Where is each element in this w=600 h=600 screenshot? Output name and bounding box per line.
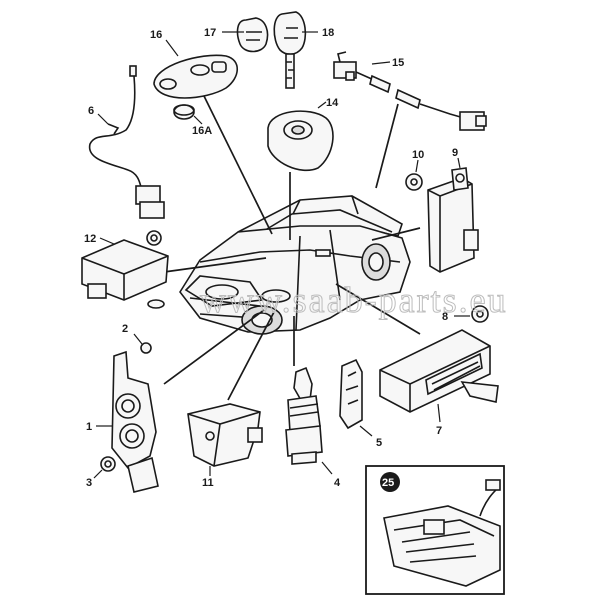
part-11-bracket-module bbox=[187, 403, 263, 476]
callout-4: 4 bbox=[334, 477, 341, 489]
callout-7: 7 bbox=[436, 425, 442, 437]
callout-1: 1 bbox=[86, 421, 92, 433]
part-16a-battery bbox=[173, 104, 203, 125]
callout-11: 11 bbox=[202, 477, 214, 489]
part-3-nut bbox=[93, 456, 116, 479]
callout-2: 2 bbox=[122, 323, 128, 335]
callout-10: 10 bbox=[412, 149, 424, 161]
callout-18: 18 bbox=[322, 27, 334, 39]
part-6-antenna-cable bbox=[89, 65, 165, 219]
callout-labels: 16 17 18 15 6 16A 14 10 9 12 8 2 1 7 5 3… bbox=[84, 27, 458, 489]
part-10-nut bbox=[405, 159, 423, 191]
callout-5: 5 bbox=[376, 437, 382, 449]
part-7-control-unit bbox=[379, 329, 499, 423]
part-15-cable bbox=[333, 51, 487, 131]
part-8-nut bbox=[454, 305, 489, 323]
part-4-sensor bbox=[285, 366, 333, 475]
part-2-bolt bbox=[133, 333, 152, 354]
callout-14: 14 bbox=[326, 97, 339, 109]
part-12-control-module bbox=[81, 230, 169, 309]
callout-17: 17 bbox=[204, 27, 216, 39]
part-5-connector bbox=[339, 358, 373, 437]
callout-25: 25 bbox=[382, 477, 394, 489]
callout-16a: 16A bbox=[192, 125, 212, 137]
part-14-ignition-housing bbox=[267, 101, 334, 172]
callout-16: 16 bbox=[150, 29, 162, 41]
leader-lines bbox=[163, 95, 421, 401]
part-9-module-bracket bbox=[427, 157, 479, 273]
inset-25-panel bbox=[365, 465, 505, 595]
callout-15: 15 bbox=[392, 57, 404, 69]
callout-9: 9 bbox=[452, 147, 458, 159]
car-illustration bbox=[179, 195, 411, 335]
part-17-key-head bbox=[222, 17, 269, 53]
callout-8: 8 bbox=[442, 311, 448, 323]
callout-3: 3 bbox=[86, 477, 92, 489]
part-1-siren-unit bbox=[96, 350, 159, 493]
inset-25-badge bbox=[380, 472, 400, 492]
callout-12: 12 bbox=[84, 233, 96, 245]
part-18-key bbox=[273, 11, 318, 89]
part-16-key-fob bbox=[153, 39, 239, 99]
callout-6: 6 bbox=[88, 105, 94, 117]
watermark-text: www.saab-parts.eu bbox=[200, 280, 508, 320]
